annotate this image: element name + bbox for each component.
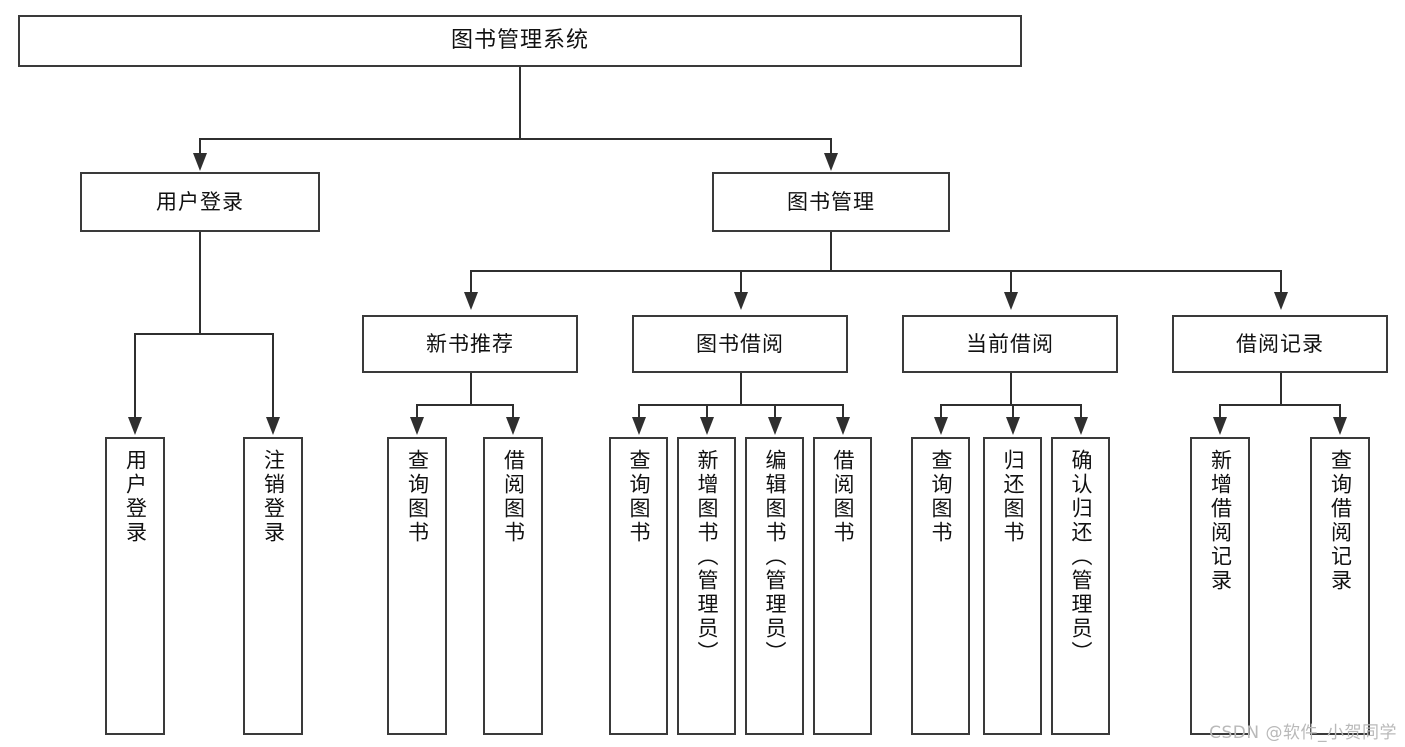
leaf-label: 归还图书 <box>1001 449 1025 545</box>
leaf-current-borrow-confirm[interactable]: 确认归还（管理员） <box>1051 437 1110 735</box>
leaf-label: 用户登录 <box>123 449 148 545</box>
leaf-label: 借阅图书 <box>831 449 855 545</box>
connector-bookborrow-branch-2 <box>706 404 708 419</box>
leaf-user-login-logout[interactable]: 注销登录 <box>243 437 303 735</box>
arrow-to-leaf-currentborrow-return <box>1006 417 1020 435</box>
leaf-book-borrow-edit[interactable]: 编辑图书（管理员） <box>745 437 804 735</box>
arrow-to-leaf-newbook-borrow <box>506 417 520 435</box>
connector-newbook-stem <box>470 373 472 406</box>
arrow-to-book-management <box>824 153 838 171</box>
connector-bookborrow-branch-3 <box>774 404 776 419</box>
connector-userlogin-stem <box>199 232 201 335</box>
connector-userlogin-branch-2 <box>272 333 274 419</box>
connector-currentborrow-branch-3 <box>1080 404 1082 419</box>
leaf-label: 查询图书 <box>929 449 953 545</box>
node-new-book-recommend[interactable]: 新书推荐 <box>362 315 578 373</box>
leaf-label: 新增图书（管理员） <box>695 449 719 665</box>
connector-root-to-user-login <box>199 138 201 156</box>
connector-borrowrecord-stem <box>1280 373 1282 406</box>
connector-newbook-branch-2 <box>512 404 514 419</box>
connector-currentborrow-branch-2 <box>1012 404 1014 419</box>
connector-root-bus <box>199 138 831 140</box>
leaf-book-borrow-add[interactable]: 新增图书（管理员） <box>677 437 736 735</box>
watermark-text: CSDN @软件_小贺同学 <box>1209 723 1397 743</box>
leaf-book-borrow-borrow[interactable]: 借阅图书 <box>813 437 872 735</box>
leaf-label: 查询图书 <box>627 449 651 545</box>
arrow-to-borrow-record <box>1274 292 1288 310</box>
arrow-to-leaf-user-login <box>128 417 142 435</box>
connector-bookmgmt-stem <box>830 232 832 272</box>
leaf-new-book-query[interactable]: 查询图书 <box>387 437 447 735</box>
leaf-label: 编辑图书（管理员） <box>763 449 787 665</box>
connector-bookborrow-bus <box>638 404 844 406</box>
arrow-to-new-book-recommend <box>464 292 478 310</box>
arrow-to-leaf-newbook-query <box>410 417 424 435</box>
leaf-borrow-record-query[interactable]: 查询借阅记录 <box>1310 437 1370 735</box>
leaf-label: 借阅图书 <box>501 449 526 545</box>
arrow-to-book-borrow <box>734 292 748 310</box>
connector-borrowrecord-branch-1 <box>1219 404 1221 419</box>
connector-newbook-branch-1 <box>416 404 418 419</box>
connector-currentborrow-stem <box>1010 373 1012 406</box>
leaf-label: 注销登录 <box>261 449 286 545</box>
leaf-user-login-login[interactable]: 用户登录 <box>105 437 165 735</box>
connector-bus-to-borrow-record <box>1280 270 1282 294</box>
connector-root-stem <box>519 67 521 139</box>
connector-root-to-book-management <box>830 138 832 156</box>
leaf-label: 查询图书 <box>405 449 430 545</box>
arrow-to-leaf-borrowrecord-add <box>1213 417 1227 435</box>
leaf-current-borrow-return[interactable]: 归还图书 <box>983 437 1042 735</box>
node-current-borrow[interactable]: 当前借阅 <box>902 315 1118 373</box>
arrow-to-leaf-bookborrow-query <box>632 417 646 435</box>
arrow-to-current-borrow <box>1004 292 1018 310</box>
leaf-new-book-borrow[interactable]: 借阅图书 <box>483 437 543 735</box>
node-book-management[interactable]: 图书管理 <box>712 172 950 232</box>
node-book-borrow[interactable]: 图书借阅 <box>632 315 848 373</box>
connector-borrowrecord-branch-2 <box>1339 404 1341 419</box>
connector-bus-to-current-borrow <box>1010 270 1012 294</box>
connector-borrowrecord-bus <box>1219 404 1341 406</box>
arrow-to-user-login <box>193 153 207 171</box>
connector-currentborrow-bus <box>940 404 1080 406</box>
connector-userlogin-bus <box>134 333 273 335</box>
leaf-label: 新增借阅记录 <box>1208 449 1233 593</box>
leaf-label: 确认归还（管理员） <box>1069 449 1093 665</box>
leaf-book-borrow-query[interactable]: 查询图书 <box>609 437 668 735</box>
arrow-to-leaf-borrowrecord-query <box>1333 417 1347 435</box>
connector-userlogin-branch-1 <box>134 333 136 419</box>
arrow-to-leaf-currentborrow-query <box>934 417 948 435</box>
node-user-login[interactable]: 用户登录 <box>80 172 320 232</box>
arrow-to-leaf-bookborrow-edit <box>768 417 782 435</box>
connector-currentborrow-branch-1 <box>940 404 942 419</box>
connector-bookborrow-branch-4 <box>842 404 844 419</box>
connector-bookborrow-branch-1 <box>638 404 640 419</box>
node-root-system[interactable]: 图书管理系统 <box>18 15 1022 67</box>
leaf-label: 查询借阅记录 <box>1328 449 1353 593</box>
arrow-to-leaf-logout <box>266 417 280 435</box>
arrow-to-leaf-bookborrow-add <box>700 417 714 435</box>
node-borrow-record[interactable]: 借阅记录 <box>1172 315 1388 373</box>
connector-level3-bus <box>470 270 1281 272</box>
leaf-borrow-record-add[interactable]: 新增借阅记录 <box>1190 437 1250 735</box>
arrow-to-leaf-bookborrow-borrow <box>836 417 850 435</box>
arrow-to-leaf-currentborrow-confirm <box>1074 417 1088 435</box>
connector-bus-to-new-book <box>470 270 472 294</box>
connector-bookborrow-stem <box>740 373 742 406</box>
leaf-current-borrow-query[interactable]: 查询图书 <box>911 437 970 735</box>
connector-newbook-bus <box>416 404 513 406</box>
connector-bus-to-book-borrow <box>740 270 742 294</box>
